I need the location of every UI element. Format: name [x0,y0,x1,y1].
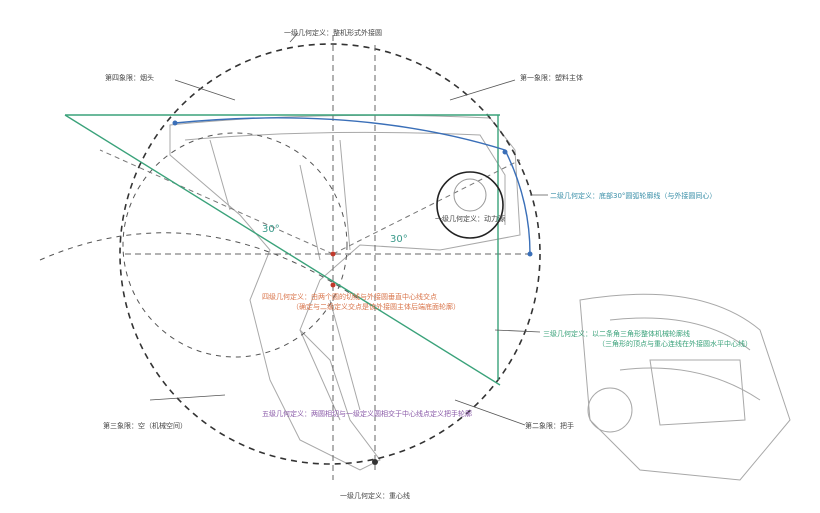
point [502,149,508,155]
label-quadrant4: 第四象限：烟头 [105,74,154,82]
point [330,251,336,257]
label-level2-arc: 二级几何定义：底部30°圆弧轮廓线（与外接圆同心） [550,192,717,200]
angle-label-right: 30° [390,234,408,245]
label-quadrant2: 第二象限：把手 [525,422,574,430]
label-level1-outer-circle: 一级几何定义：整机形式外接圆 [284,29,382,37]
angle-line-right [332,159,521,255]
angle-label-left: 30° [262,224,280,235]
point [330,282,336,288]
label-level5: 五级几何定义：两圆相切与一级定义圆相交于中心线点定义把手轮廓 [262,410,472,418]
label-level1-power: 一级几何定义：动力源 [435,215,505,223]
angle-line-left [99,149,334,255]
point [372,459,378,465]
handle-arc [39,232,361,301]
label-level4-line2: （确定与二级定义交点是该外接圆主体后端底面轮廓） [292,303,460,311]
power-source-circle [436,171,504,239]
body-arc [174,117,531,255]
leader-lines [149,32,548,426]
label-level3-line2: （三角形的顶点与重心连线在外接圆水平中心线） [598,340,752,348]
power-source-inner [453,178,487,212]
green-triangle [64,114,501,386]
point [527,251,533,257]
label-level1-gravity: 一级几何定义：重心线 [340,492,410,500]
point [172,120,178,126]
label-level4-line1: 四级几何定义：由两个圆的切线与外接圆垂直中心线交点 [262,293,437,301]
label-quadrant3: 第三象限：空（机械空间） [103,422,187,430]
outer-circumcircle [119,43,541,465]
label-level3-line1: 三级几何定义：以二条角三角形整体机械轮廓线 [543,330,690,338]
label-quadrant1: 第一象限：塑料主体 [520,74,583,82]
handle-circle [122,132,348,358]
